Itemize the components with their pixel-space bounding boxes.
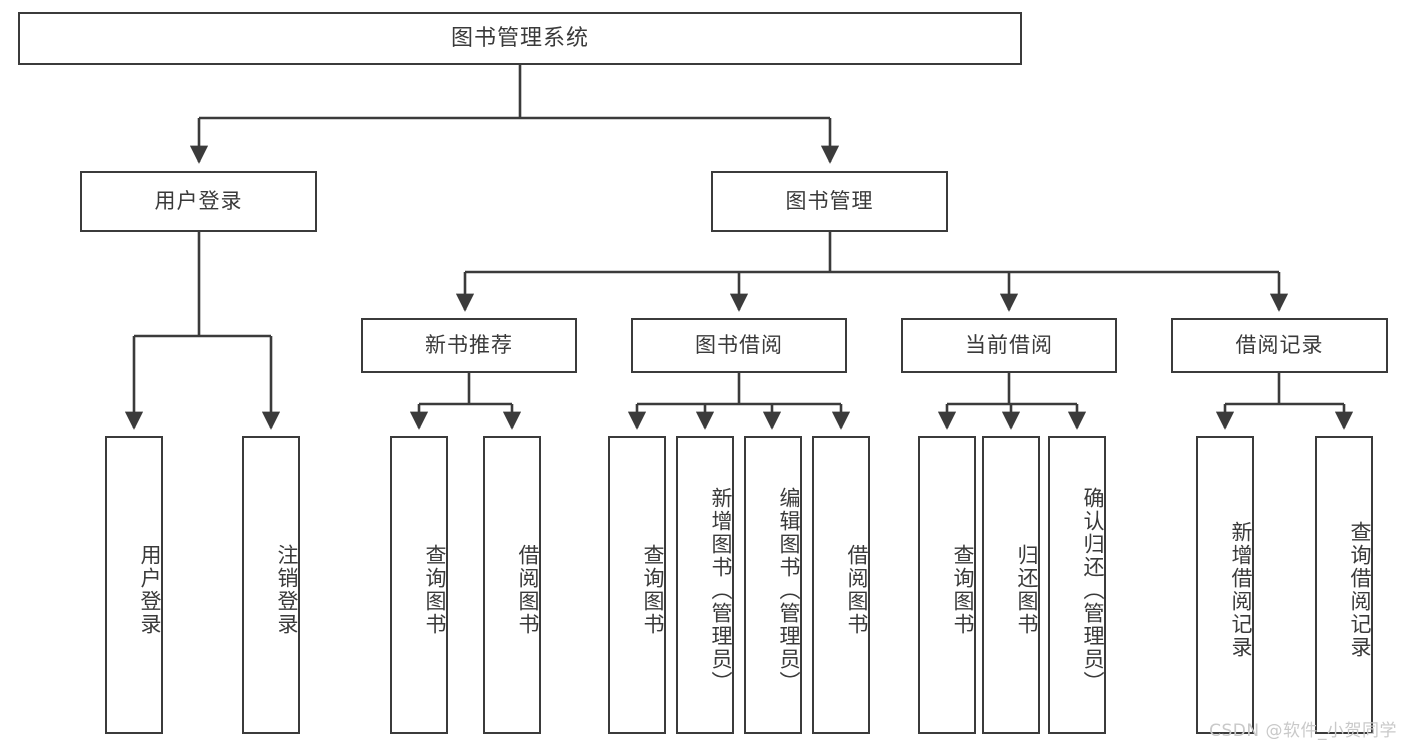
- node-user-login-label: 用户登录: [154, 189, 243, 214]
- node-leaf-confirm-return-label: 确认归还（管理员）: [1081, 486, 1105, 694]
- node-leaf-add-book[interactable]: 新增图书（管理员）: [676, 436, 734, 734]
- node-leaf-add-book-label: 新增图书（管理员）: [709, 486, 733, 694]
- node-leaf-query-book-3[interactable]: 查询图书: [918, 436, 976, 734]
- node-leaf-borrow-book-2[interactable]: 借阅图书: [812, 436, 870, 734]
- node-leaf-query-book-2-label: 查询图书: [641, 544, 665, 636]
- node-current-borrow-label: 当前借阅: [965, 333, 1053, 358]
- node-root-label: 图书管理系统: [450, 25, 589, 51]
- node-leaf-user-login-label: 用户登录: [138, 544, 162, 636]
- node-leaf-logout-login[interactable]: 注销登录: [242, 436, 300, 734]
- node-leaf-borrow-book-2-label: 借阅图书: [845, 544, 869, 636]
- node-new-book-recommend[interactable]: 新书推荐: [361, 318, 577, 373]
- node-user-login[interactable]: 用户登录: [80, 171, 317, 232]
- node-leaf-query-record[interactable]: 查询借阅记录: [1315, 436, 1373, 734]
- node-leaf-query-book-1[interactable]: 查询图书: [390, 436, 448, 734]
- node-book-management-label: 图书管理: [785, 189, 874, 214]
- node-leaf-user-login[interactable]: 用户登录: [105, 436, 163, 734]
- node-leaf-add-record-label: 新增借阅记录: [1229, 521, 1253, 659]
- node-leaf-query-book-2[interactable]: 查询图书: [608, 436, 666, 734]
- node-borrow-record-label: 借阅记录: [1235, 333, 1324, 358]
- node-book-borrow-label: 图书借阅: [695, 333, 783, 358]
- node-leaf-query-book-1-label: 查询图书: [423, 544, 447, 636]
- node-leaf-return-book-label: 归还图书: [1015, 544, 1039, 636]
- node-root-system[interactable]: 图书管理系统: [18, 12, 1022, 65]
- node-leaf-borrow-book-1-label: 借阅图书: [516, 544, 540, 636]
- node-current-borrow[interactable]: 当前借阅: [901, 318, 1117, 373]
- node-leaf-add-record[interactable]: 新增借阅记录: [1196, 436, 1254, 734]
- node-borrow-record[interactable]: 借阅记录: [1171, 318, 1388, 373]
- node-leaf-query-record-label: 查询借阅记录: [1348, 521, 1372, 659]
- node-leaf-confirm-return[interactable]: 确认归还（管理员）: [1048, 436, 1106, 734]
- csdn-watermark: CSDN @软件_小贺同学: [1209, 721, 1397, 741]
- node-leaf-return-book[interactable]: 归还图书: [982, 436, 1040, 734]
- node-leaf-borrow-book-1[interactable]: 借阅图书: [483, 436, 541, 734]
- node-leaf-edit-book[interactable]: 编辑图书（管理员）: [744, 436, 802, 734]
- node-new-book-recommend-label: 新书推荐: [425, 333, 513, 358]
- node-book-management[interactable]: 图书管理: [711, 171, 948, 232]
- node-leaf-edit-book-label: 编辑图书（管理员）: [777, 486, 801, 694]
- node-leaf-logout-login-label: 注销登录: [275, 544, 299, 636]
- node-book-borrow[interactable]: 图书借阅: [631, 318, 847, 373]
- node-leaf-query-book-3-label: 查询图书: [951, 544, 975, 636]
